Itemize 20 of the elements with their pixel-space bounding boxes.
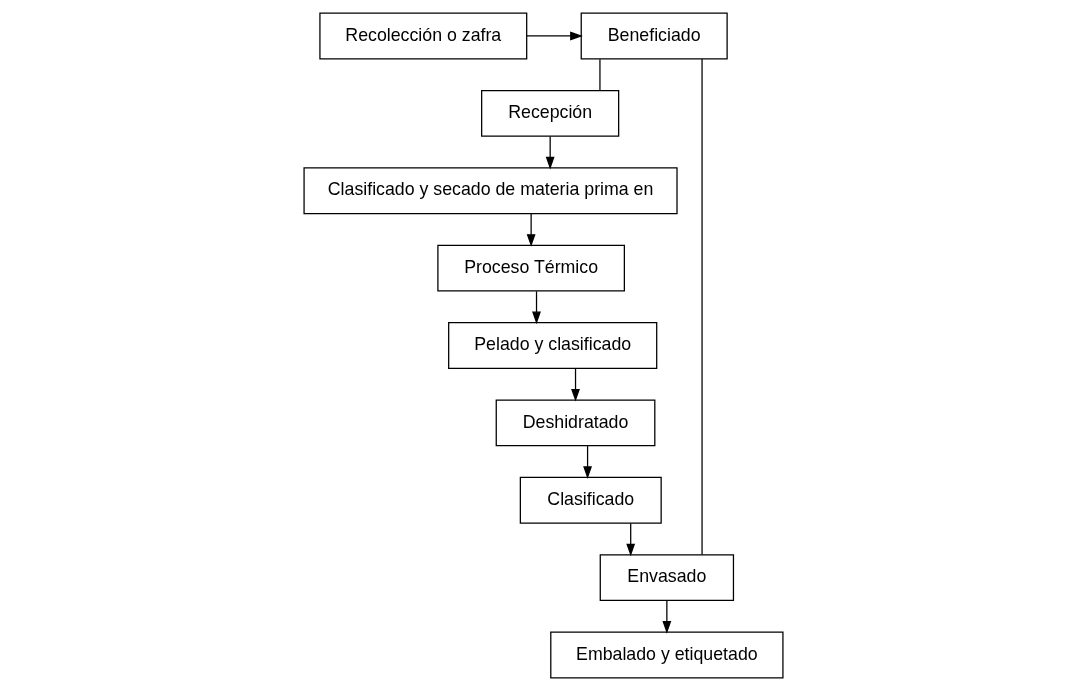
node-box: Embalado y etiquetado xyxy=(549,631,784,679)
arrow xyxy=(570,368,580,402)
arrow xyxy=(661,600,671,634)
arrow xyxy=(525,31,583,41)
arrow xyxy=(625,522,635,557)
arrow xyxy=(545,135,555,170)
node-box: Recolección o zafra xyxy=(318,12,527,60)
node-box: Deshidratado xyxy=(495,399,655,447)
node-box: Clasificado xyxy=(519,476,662,524)
arrow xyxy=(582,445,592,479)
node-box: Clasificado y secado de materia prima en xyxy=(302,167,678,215)
node-box: Recepción xyxy=(480,89,619,137)
node-box: Beneficiado xyxy=(580,12,728,60)
arrow xyxy=(531,290,541,325)
arrow xyxy=(526,213,536,247)
node-box: Proceso Térmico xyxy=(436,244,625,292)
node-box: Pelado y clasificado xyxy=(447,322,657,369)
connector xyxy=(700,58,703,556)
node-box: Envasado xyxy=(599,554,734,602)
connector xyxy=(598,58,601,91)
